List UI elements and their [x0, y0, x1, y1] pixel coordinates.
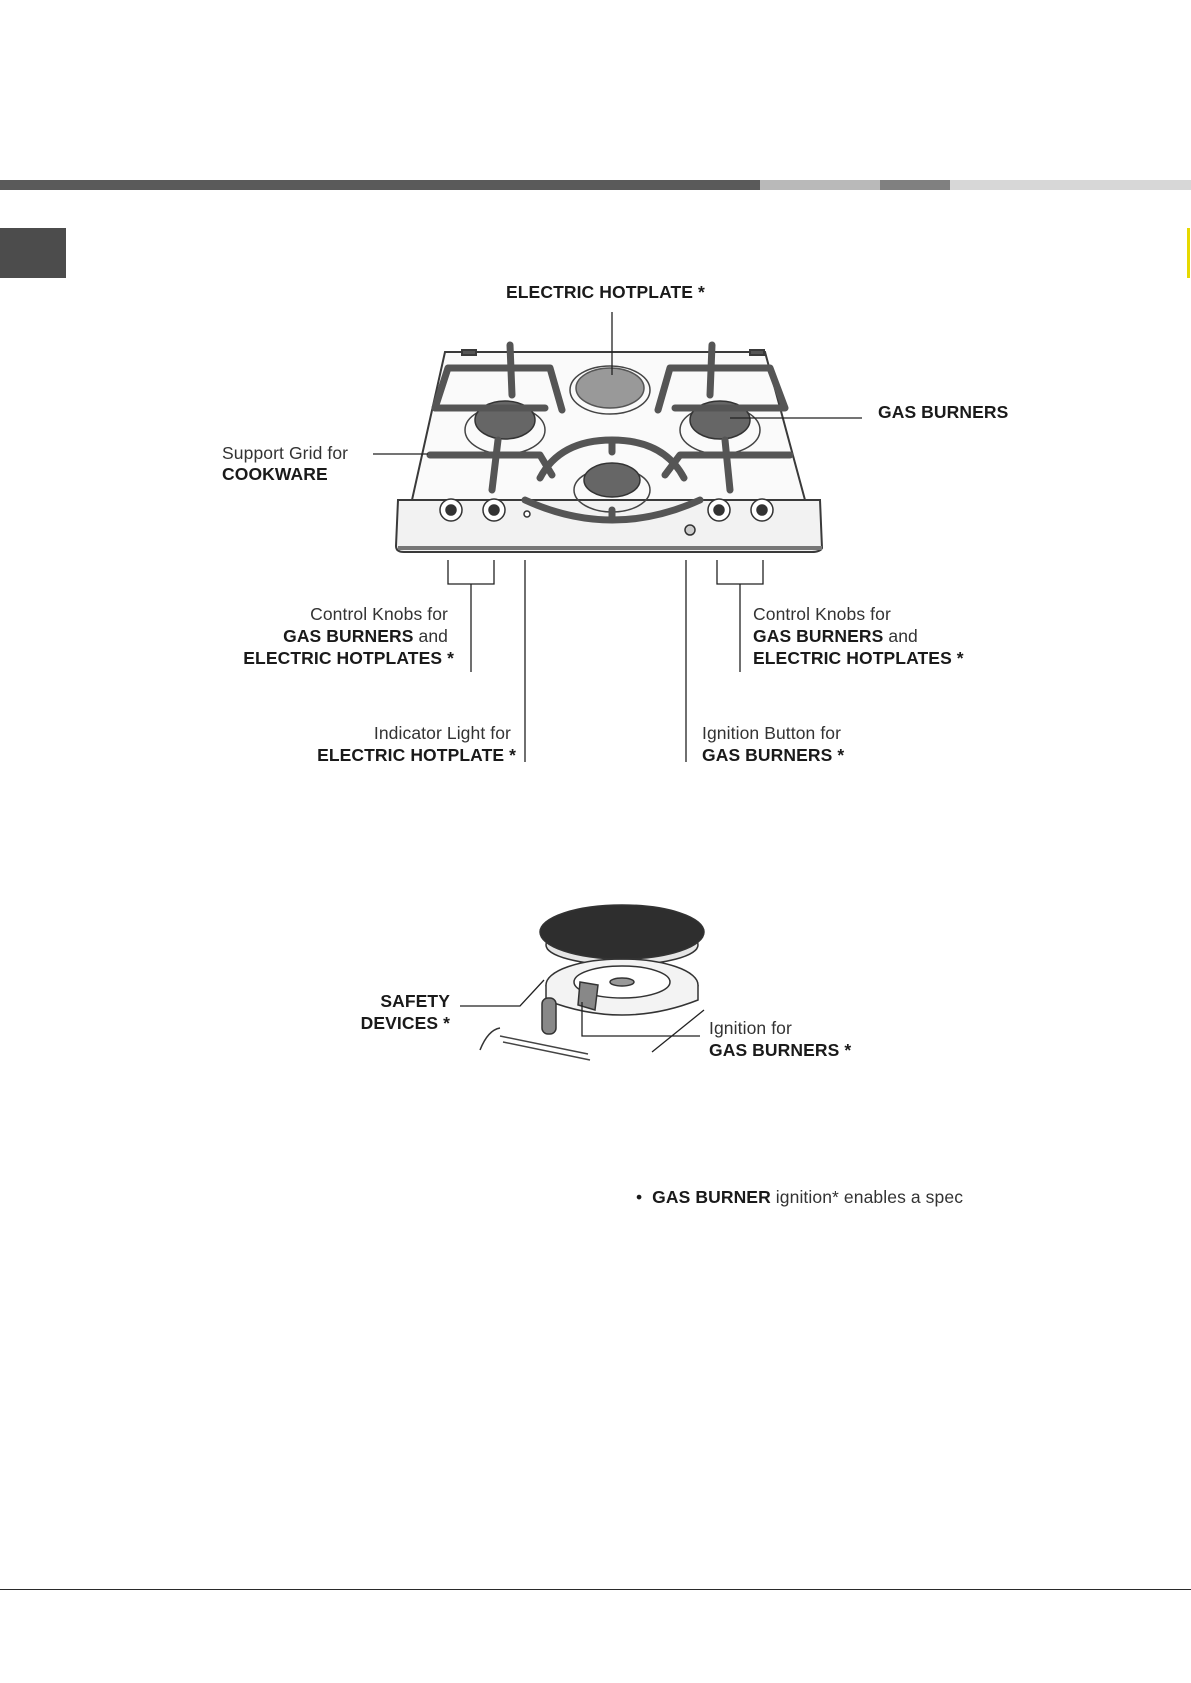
label-control-knobs-left-line2: GAS BURNERS and [283, 625, 448, 647]
header-bar-segment-2 [760, 180, 880, 190]
label-ignition-line1: Ignition for [709, 1018, 792, 1038]
label-control-knobs-right-line2: GAS BURNERS and [753, 625, 918, 647]
label-control-knobs-left-rest: and [413, 626, 448, 646]
bullet-rest: ignition* enables a spec [770, 1187, 964, 1207]
label-support-grid-line1: Support Grid for [222, 443, 349, 463]
label-control-knobs-right-line3: ELECTRIC HOTPLATES * [753, 648, 964, 668]
label-control-knobs-right-bold: GAS BURNERS [753, 626, 884, 646]
label-ignition-line2: GAS BURNERS * [709, 1040, 852, 1060]
support-grid-drawing [426, 341, 794, 524]
leader-lines-hob [373, 312, 862, 762]
label-ignition-button-line1: Ignition Button for [702, 723, 842, 743]
label-gas-burners: GAS BURNERS [878, 402, 1009, 422]
bullet-bold-term: GAS BURNER [652, 1187, 771, 1207]
label-control-knobs-left-line3: ELECTRIC HOTPLATES * [243, 648, 454, 668]
edge-marker [1187, 228, 1190, 278]
body-bullet-text: • GAS BURNER ignition* enables a spec [636, 1186, 963, 1208]
label-indicator-light-line2: ELECTRIC HOTPLATE * [317, 745, 516, 765]
gas-burner-center-drawing [573, 462, 651, 513]
label-control-knobs-right-rest: and [883, 626, 918, 646]
label-support-grid-line2: COOKWARE [222, 464, 328, 484]
label-safety-devices-line1: SAFETY [380, 991, 450, 1011]
header-bar-segment-3 [880, 180, 950, 190]
burner-detail-drawing [479, 904, 705, 1061]
section-tab [0, 228, 66, 278]
label-indicator-light-line1: Indicator Light for [373, 723, 511, 743]
label-safety-devices-line2: DEVICES * [360, 1013, 450, 1033]
header-bar-segment-4 [950, 180, 1191, 190]
footer-rule [0, 1589, 1191, 1590]
label-control-knobs-left-bold: GAS BURNERS [283, 626, 414, 646]
label-electric-hotplate: ELECTRIC HOTPLATE * [506, 282, 705, 302]
header-bar-segment-1 [0, 180, 760, 190]
bullet-dot: • [636, 1187, 643, 1207]
control-knob-drawings [439, 498, 774, 536]
leader-lines-burner [460, 979, 705, 1053]
label-control-knobs-right-line1: Control Knobs for [753, 604, 891, 624]
label-control-knobs-left-line1: Control Knobs for [310, 604, 448, 624]
label-ignition-button-line2: GAS BURNERS * [702, 745, 845, 765]
electric-hotplate-drawing [569, 365, 651, 415]
